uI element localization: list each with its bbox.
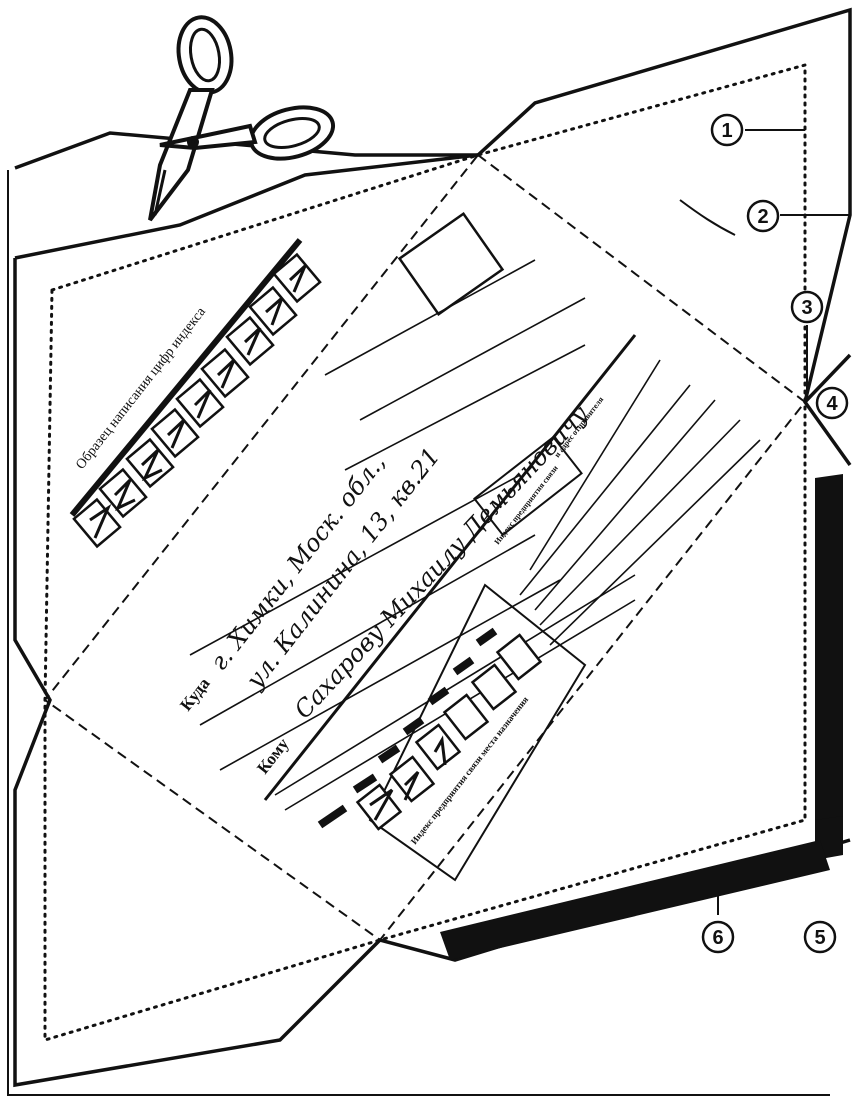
callout-4: 4 [815,386,849,420]
destination-index-digits [369,735,447,821]
index-sample-bar [69,238,303,517]
stamp-box [397,212,505,316]
scissors-icon [148,15,336,222]
callout-2-label: 2 [757,206,768,228]
callout-4-label: 4 [826,393,838,415]
callout-1: 1 [710,113,744,147]
callout-2: 2 [746,199,780,233]
index-sample-cells [72,252,322,549]
sender-index-box [473,435,583,537]
destination-index-block [368,583,587,882]
callout-6: 6 [701,920,735,954]
callout-1-label: 1 [721,120,732,142]
glue-strips [440,474,843,960]
callout-3: 3 [790,290,824,324]
divider-thick [263,334,637,801]
callout-6-label: 6 [712,927,723,949]
to-where-label: Куда [176,674,214,715]
callout-5: 5 [803,920,837,954]
index-sample-digits [89,264,307,539]
fold-lines-dashed [43,153,807,942]
callout-3-label: 3 [801,297,812,319]
inner-dotted-outline [43,63,807,1043]
callout-5-label: 5 [814,927,825,949]
callout-leaders [717,129,850,915]
handwritten-mark [679,199,736,236]
page-border [7,170,830,1096]
index-dash-bars [317,627,498,829]
